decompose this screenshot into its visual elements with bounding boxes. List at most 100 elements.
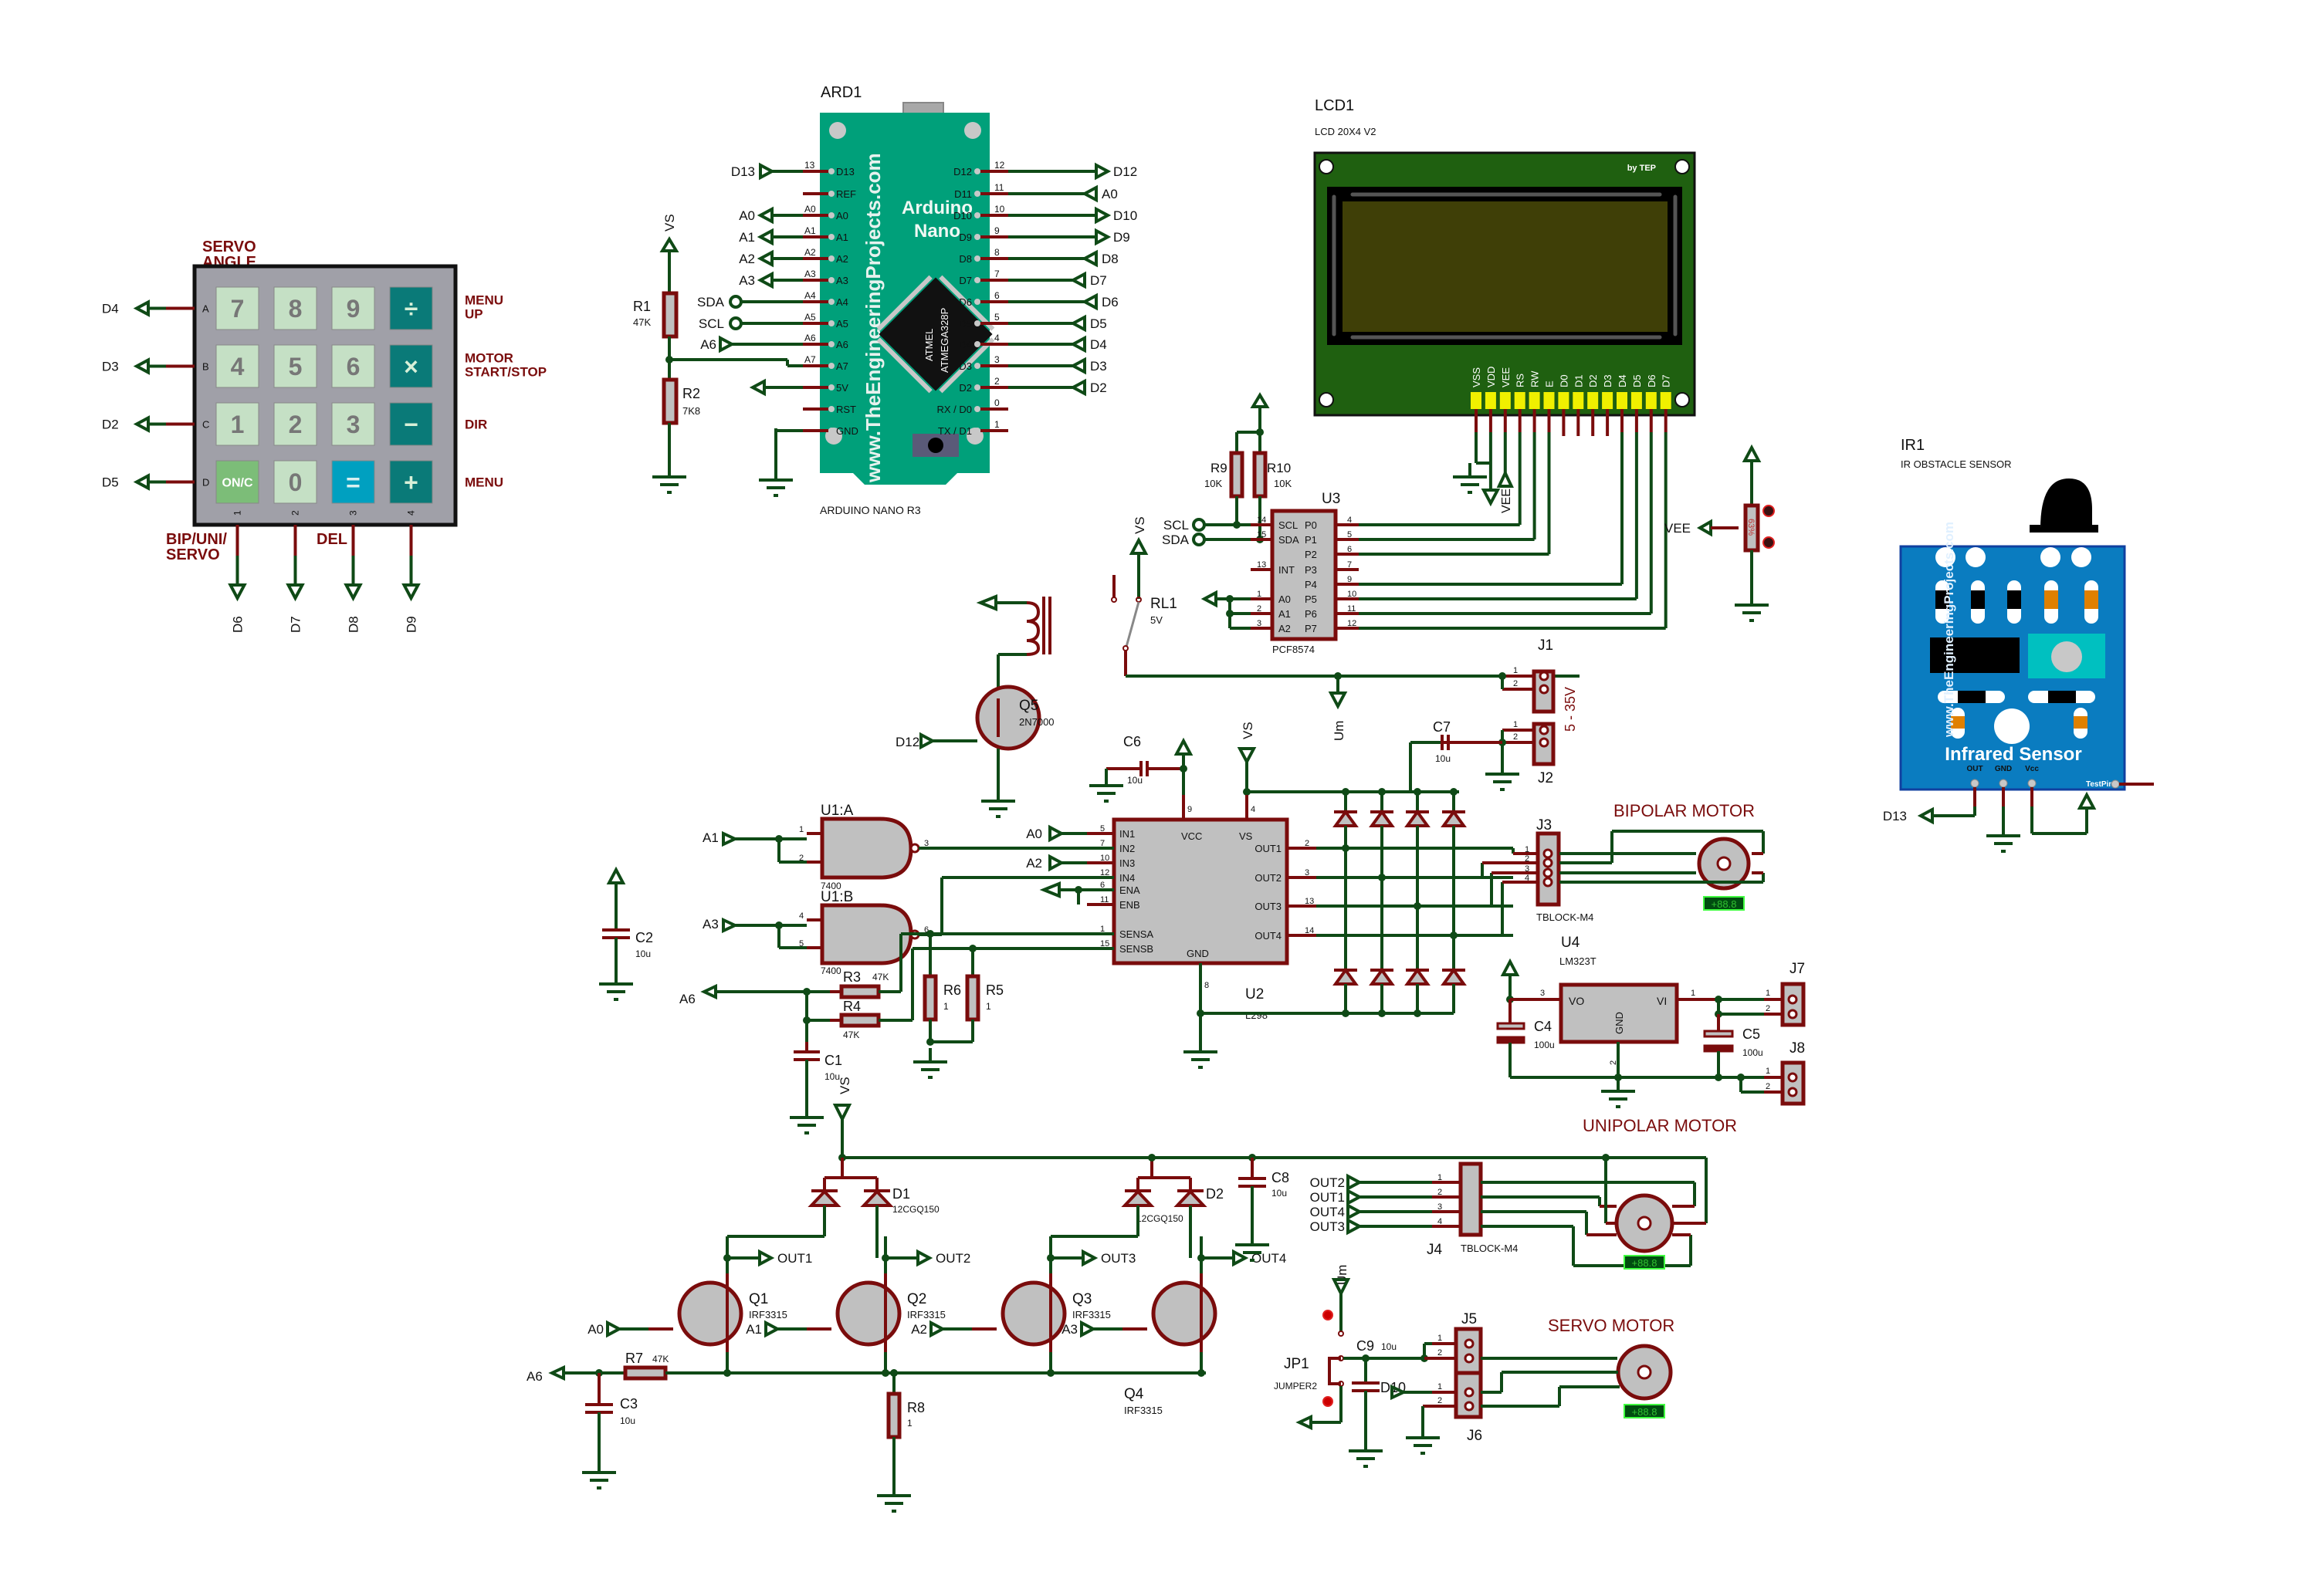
keypad-col-label: 2	[290, 510, 301, 516]
arduino-pin-number: 10	[994, 204, 1005, 215]
arduino-board	[820, 113, 990, 485]
ir-out-net: D13	[1883, 809, 1907, 823]
keypad-key-label: 8	[289, 295, 303, 323]
input-terminal-icon	[1390, 1384, 1407, 1401]
lcd-pin-pad	[1617, 392, 1627, 409]
pin-pad	[974, 255, 980, 262]
j3-pin-number: 3	[1525, 864, 1529, 874]
jumper-jp1[interactable]	[1328, 1357, 1341, 1385]
keypad-key-0[interactable]	[273, 460, 317, 504]
keypad-key-÷[interactable]	[389, 286, 433, 330]
l298-pin-name: IN2	[1119, 843, 1135, 854]
keypad-key-+[interactable]	[389, 460, 433, 504]
l298-pin-name: SENSB	[1119, 943, 1153, 955]
nand-gates: U1:A 7400 U1:B 7400 A1 1 2 3 A3 4 5 6	[703, 803, 1114, 976]
input-terminal-icon	[1048, 824, 1065, 843]
jumper-toggle-icon[interactable]	[1322, 1310, 1333, 1320]
lcd-pin-pad	[1645, 392, 1657, 409]
j3-pin-number: 2	[1525, 854, 1529, 864]
c2-val: 10u	[635, 948, 651, 959]
keypad-function-label: UP	[465, 307, 483, 322]
arduino-pin-label: D9	[959, 232, 972, 243]
output-terminal-icon	[757, 206, 774, 225]
pcf-pin-name: A2	[1278, 623, 1291, 634]
keypad-key-6[interactable]	[331, 344, 375, 388]
potentiometer-value: 63%	[1746, 519, 1756, 536]
increase-icon[interactable]	[1762, 505, 1775, 517]
fet-output-net: OUT3	[1101, 1251, 1136, 1266]
q5-ref: Q5	[1019, 698, 1038, 714]
pin-pad	[828, 277, 835, 283]
keypad-key-1[interactable]	[215, 402, 259, 446]
fet-ref: Q1	[749, 1291, 768, 1307]
vs-label: VS	[662, 214, 677, 232]
arduino-watermark: www.TheEngineeringProjects.com	[862, 153, 885, 483]
relay-val: 5V	[1150, 614, 1163, 626]
l298-pin-number: 2	[1305, 839, 1309, 848]
keypad-key-label: 7	[231, 295, 245, 323]
output-terminal-icon	[757, 228, 774, 246]
keypad-key-8[interactable]	[273, 286, 317, 330]
keypad-key-5[interactable]	[273, 344, 317, 388]
ground-icon	[1088, 770, 1125, 803]
input-terminal-icon	[722, 830, 739, 847]
j7-ref: J7	[1789, 961, 1805, 977]
r9-ref: R9	[1210, 461, 1227, 475]
mosfet-q2	[835, 1280, 902, 1347]
keypad-row-label: C	[202, 419, 209, 431]
arduino-pin-label: RST	[836, 404, 856, 415]
svg-text:+88.8: +88.8	[1712, 898, 1737, 910]
regulator-section: U4 LM323T VO VI GND 3 C4 100u 2 1 C5 100…	[1496, 935, 1806, 1135]
lcd-pin-pad	[1514, 392, 1525, 409]
pcf-pin-name: SCL	[1278, 519, 1298, 531]
keypad-key-3[interactable]	[331, 402, 375, 446]
vee-terminal-icon	[1496, 469, 1514, 488]
decrease-icon[interactable]	[1762, 536, 1775, 549]
jumper-toggle-icon[interactable]	[1322, 1396, 1333, 1407]
lcd-pin-label: D7	[1661, 374, 1672, 387]
pin-pad	[974, 191, 980, 197]
svg-text:VO: VO	[1569, 995, 1584, 1007]
svg-text:4: 4	[799, 911, 804, 921]
arduino-net-label: D3	[1090, 359, 1107, 374]
keypad-key-=[interactable]	[331, 460, 375, 504]
bus-terminal-icon	[729, 295, 743, 309]
lcd-pin-label: D4	[1617, 374, 1628, 387]
arduino-net-label: D7	[1090, 273, 1107, 288]
arduino-pin-number: 5	[994, 312, 1000, 323]
keypad-key-−[interactable]	[389, 402, 433, 446]
fet-val: IRF3315	[749, 1309, 787, 1320]
keypad-key-9[interactable]	[331, 286, 375, 330]
svg-text:1: 1	[1691, 989, 1695, 998]
bipolar-display	[1703, 896, 1745, 911]
ir-title: Infrared Sensor	[1945, 744, 2081, 765]
pcf-pin-name: P5	[1305, 593, 1317, 605]
arduino-pin-number: 7	[994, 269, 1000, 279]
pin-pad	[974, 277, 980, 283]
u1a-model: 7400	[821, 881, 841, 891]
keypad-key-4[interactable]	[215, 344, 259, 388]
resistor-r5	[965, 974, 980, 1022]
power-input: Um J1 12 12 J2 5 - 35V C7 10u C6 10u	[1088, 637, 1578, 818]
keypad-key-label: 4	[231, 353, 245, 380]
keypad-key-ON/C[interactable]	[215, 460, 259, 504]
mcu-chip	[876, 275, 995, 394]
arduino-net-label: D10	[1113, 208, 1137, 223]
input-terminal-icon	[919, 732, 936, 750]
l298-pin-number: 9	[1187, 805, 1192, 814]
keypad-key-2[interactable]	[273, 402, 317, 446]
r8-val: 1	[907, 1418, 913, 1429]
ground-icon	[757, 465, 794, 497]
arduino-pin-label: D10	[953, 210, 972, 221]
pin-pad	[974, 428, 980, 434]
keypad-key-7[interactable]	[215, 286, 259, 330]
j3-pin	[1542, 857, 1553, 868]
output-terminal-icon	[133, 473, 150, 491]
keypad-key-×[interactable]	[389, 344, 433, 388]
lcd-pin-pad	[1543, 392, 1555, 409]
c4-ref: C4	[1534, 1019, 1552, 1034]
lcd-pin-label: D2	[1587, 374, 1599, 387]
arduino-net-label: D9	[1113, 230, 1130, 245]
pin-pad	[828, 168, 835, 174]
